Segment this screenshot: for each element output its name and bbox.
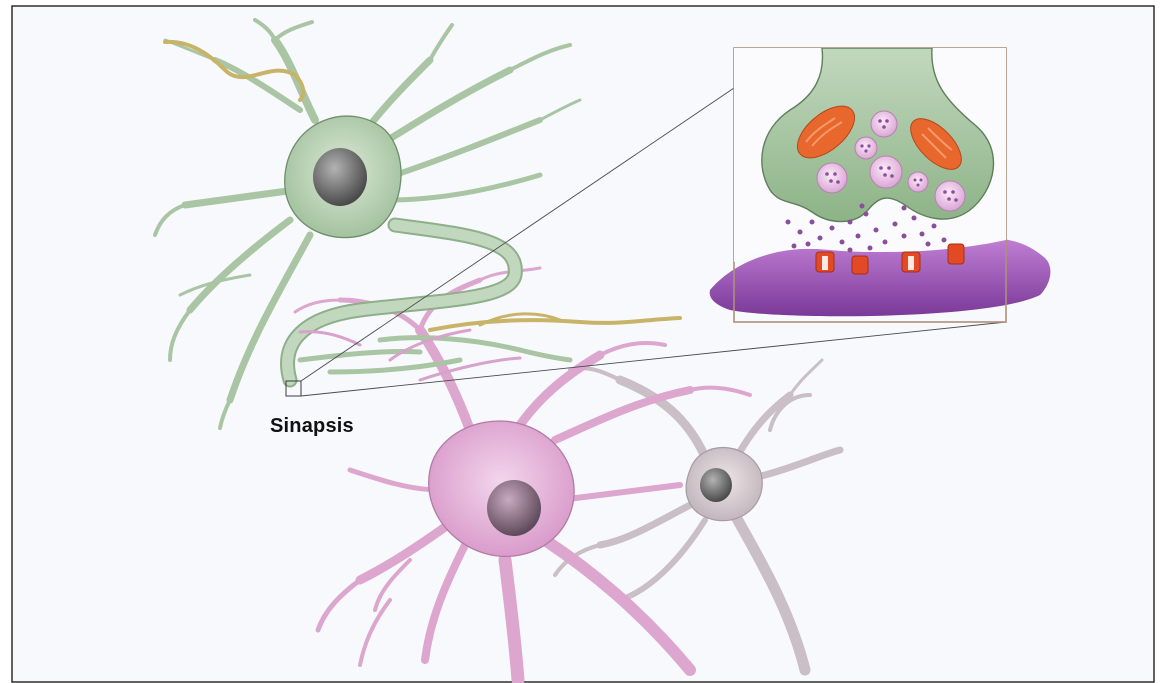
presynaptic-nucleus xyxy=(313,148,367,206)
postsynaptic-nucleus xyxy=(487,480,541,536)
synapse-magnified-inset xyxy=(710,48,1051,322)
synapse-label: Sinapsis xyxy=(270,415,354,438)
background-neuron-nucleus xyxy=(700,468,732,502)
